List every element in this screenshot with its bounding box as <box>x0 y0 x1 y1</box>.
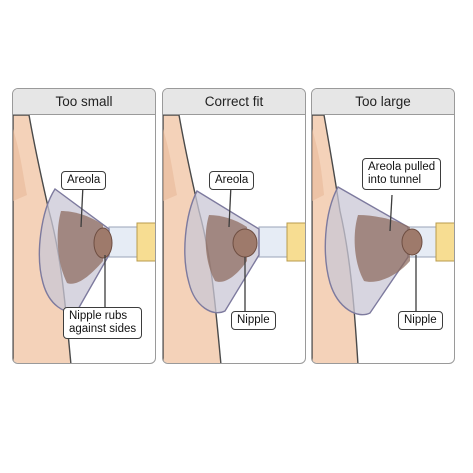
nipple-text-line2: against sides <box>69 323 137 335</box>
areola-label: Areola <box>209 171 255 190</box>
nipple-label: Nipple <box>398 311 443 330</box>
areola <box>354 215 410 282</box>
too-large-illustration <box>312 115 454 363</box>
nipple <box>93 227 113 259</box>
nipple <box>401 228 423 256</box>
panel-too-large: Too large Areola pulled into tunnel Nipp… <box>311 88 455 364</box>
panel-title: Too large <box>312 89 454 115</box>
areola-label: Areola <box>61 171 107 190</box>
areola-text-line1: Areola pulled <box>368 161 436 173</box>
nipple-label: Nipple <box>231 311 276 330</box>
connector <box>435 222 454 262</box>
nipple-text: Nipple <box>404 314 437 326</box>
nipple-text-line1: Nipple rubs <box>69 310 128 322</box>
panel-correct-fit: Correct fit Areola Nipple <box>162 88 306 364</box>
nipple-text: Nipple <box>237 314 270 326</box>
areola-text-line2: into tunnel <box>368 174 422 186</box>
areola-text: Areola <box>67 174 101 186</box>
nipple-label: Nipple rubs against sides <box>63 307 143 339</box>
breast-shadow <box>13 129 27 201</box>
areola-leader <box>389 194 393 232</box>
panel-title: Too small <box>13 89 155 115</box>
panel-too-small: Too small Areola Nipple rubs against sid… <box>12 88 156 364</box>
breast-shadow <box>312 129 324 201</box>
correct-fit-illustration <box>163 115 305 363</box>
too-small-illustration <box>13 115 155 363</box>
areola-text: Areola <box>215 174 249 186</box>
areola-leader <box>80 184 84 228</box>
areola <box>205 215 247 282</box>
nipple <box>232 228 258 258</box>
areola-label: Areola pulled into tunnel <box>362 158 442 190</box>
areola <box>57 211 103 284</box>
areola-leader <box>228 184 232 228</box>
connector <box>136 222 155 262</box>
breast-shadow <box>163 129 177 201</box>
connector <box>286 222 305 262</box>
panel-title: Correct fit <box>163 89 305 115</box>
